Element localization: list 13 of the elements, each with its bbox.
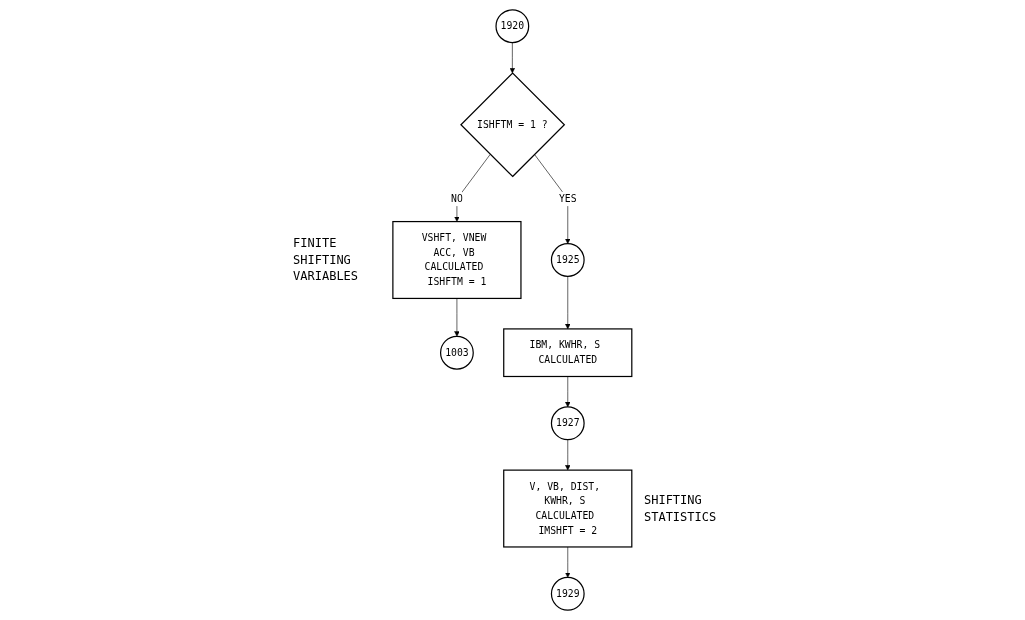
node-circle: 1927 bbox=[551, 406, 585, 441]
node-diamond: ISHFTM = 1 ? bbox=[460, 72, 566, 178]
edge-label: YES bbox=[559, 192, 577, 205]
side-note: SHIFTING STATISTICS bbox=[643, 491, 718, 526]
node-box: V, VB, DIST, KWHR, S CALCULATED IMSHFT = 2 bbox=[503, 469, 633, 548]
node-circle: 1925 bbox=[551, 243, 585, 277]
node-circle: 1920 bbox=[495, 9, 530, 44]
node-circle: 1929 bbox=[551, 576, 585, 611]
node-circle: 1003 bbox=[440, 335, 474, 370]
edge-label: NO bbox=[451, 192, 463, 205]
side-note: FINITE SHIFTING VARIABLES bbox=[293, 234, 360, 286]
node-box: IBM, KWHR, S CALCULATED bbox=[503, 328, 633, 378]
node-box: VSHFT, VNEW ACC, VB CALCULATED ISHFTM = 1 bbox=[392, 220, 522, 300]
